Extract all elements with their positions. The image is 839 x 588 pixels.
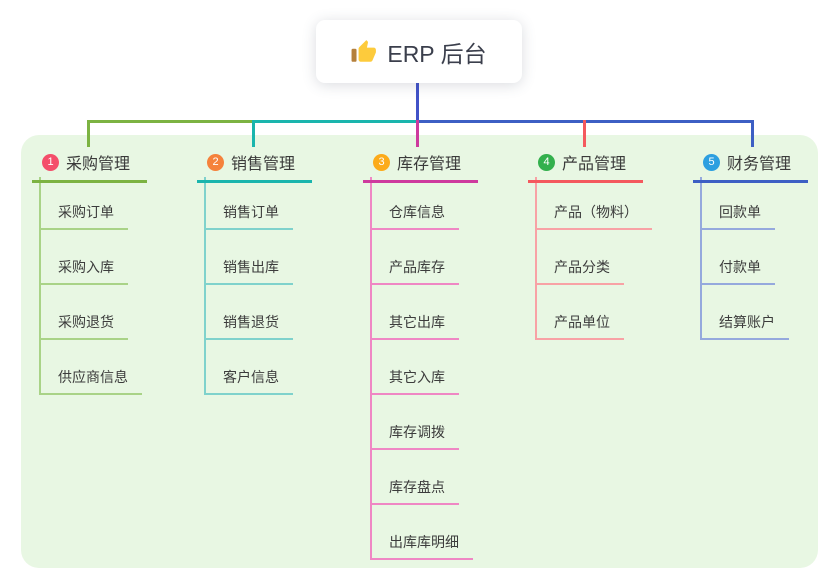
branches-panel: [21, 135, 818, 568]
child-rail-branch-1: [39, 177, 41, 395]
child-node[interactable]: 采购入库: [39, 258, 128, 285]
branch-number-badge: 1: [42, 153, 59, 171]
child-node[interactable]: 产品单位: [535, 313, 624, 340]
child-node[interactable]: 结算账户: [700, 313, 789, 340]
child-node[interactable]: 产品库存: [370, 258, 459, 285]
root-connector-line: [416, 82, 419, 122]
child-node[interactable]: 库存调拨: [370, 423, 459, 450]
branch-number-badge: 4: [538, 153, 555, 171]
child-node[interactable]: 销售退货: [204, 313, 293, 340]
connector-drop-branch-5: [751, 120, 754, 147]
branch-node-2[interactable]: 2 销售管理: [197, 147, 312, 183]
root-node[interactable]: ERP 后台: [316, 20, 522, 83]
child-node[interactable]: 采购退货: [39, 313, 128, 340]
branch-node-1[interactable]: 1 采购管理: [32, 147, 147, 183]
connector-drop-branch-2: [252, 120, 255, 147]
connector-rail-mid: [252, 120, 419, 123]
child-node[interactable]: 销售出库: [204, 258, 293, 285]
connector-rail-left: [87, 120, 255, 123]
branch-label: 库存管理: [397, 156, 462, 173]
branch-node-3[interactable]: 3 库存管理: [363, 147, 478, 183]
child-node[interactable]: 采购订单: [39, 203, 128, 230]
branch-label: 采购管理: [66, 156, 131, 173]
branch-label: 财务管理: [727, 156, 792, 173]
child-node[interactable]: 库存盘点: [370, 478, 459, 505]
child-node[interactable]: 产品分类: [535, 258, 624, 285]
connector-drop-branch-3: [416, 120, 419, 147]
child-rail-branch-4: [535, 177, 537, 340]
child-rail-branch-2: [204, 177, 206, 395]
branch-label: 销售管理: [231, 156, 296, 173]
child-node[interactable]: 出库库明细: [370, 533, 473, 560]
branch-number-badge: 2: [207, 153, 224, 171]
child-node[interactable]: 客户信息: [204, 368, 293, 395]
child-node[interactable]: 付款单: [700, 258, 775, 285]
child-node[interactable]: 仓库信息: [370, 203, 459, 230]
child-node[interactable]: 回款单: [700, 203, 775, 230]
child-node[interactable]: 销售订单: [204, 203, 293, 230]
connector-drop-branch-4: [583, 120, 586, 147]
branch-number-badge: 5: [703, 153, 720, 171]
branch-label: 产品管理: [562, 156, 627, 173]
child-node[interactable]: 产品（物料）: [535, 203, 652, 230]
root-title: ERP 后台: [387, 40, 487, 67]
child-rail-branch-5: [700, 177, 702, 340]
child-rail-branch-3: [370, 177, 372, 560]
child-node[interactable]: 供应商信息: [39, 368, 142, 395]
child-node[interactable]: 其它出库: [370, 313, 459, 340]
child-node[interactable]: 其它入库: [370, 368, 459, 395]
branch-number-badge: 3: [373, 153, 390, 171]
branch-node-5[interactable]: 5 财务管理: [693, 147, 808, 183]
branch-node-4[interactable]: 4 产品管理: [528, 147, 643, 183]
thumbs-up-icon: [351, 39, 377, 62]
connector-drop-branch-1: [87, 120, 90, 147]
